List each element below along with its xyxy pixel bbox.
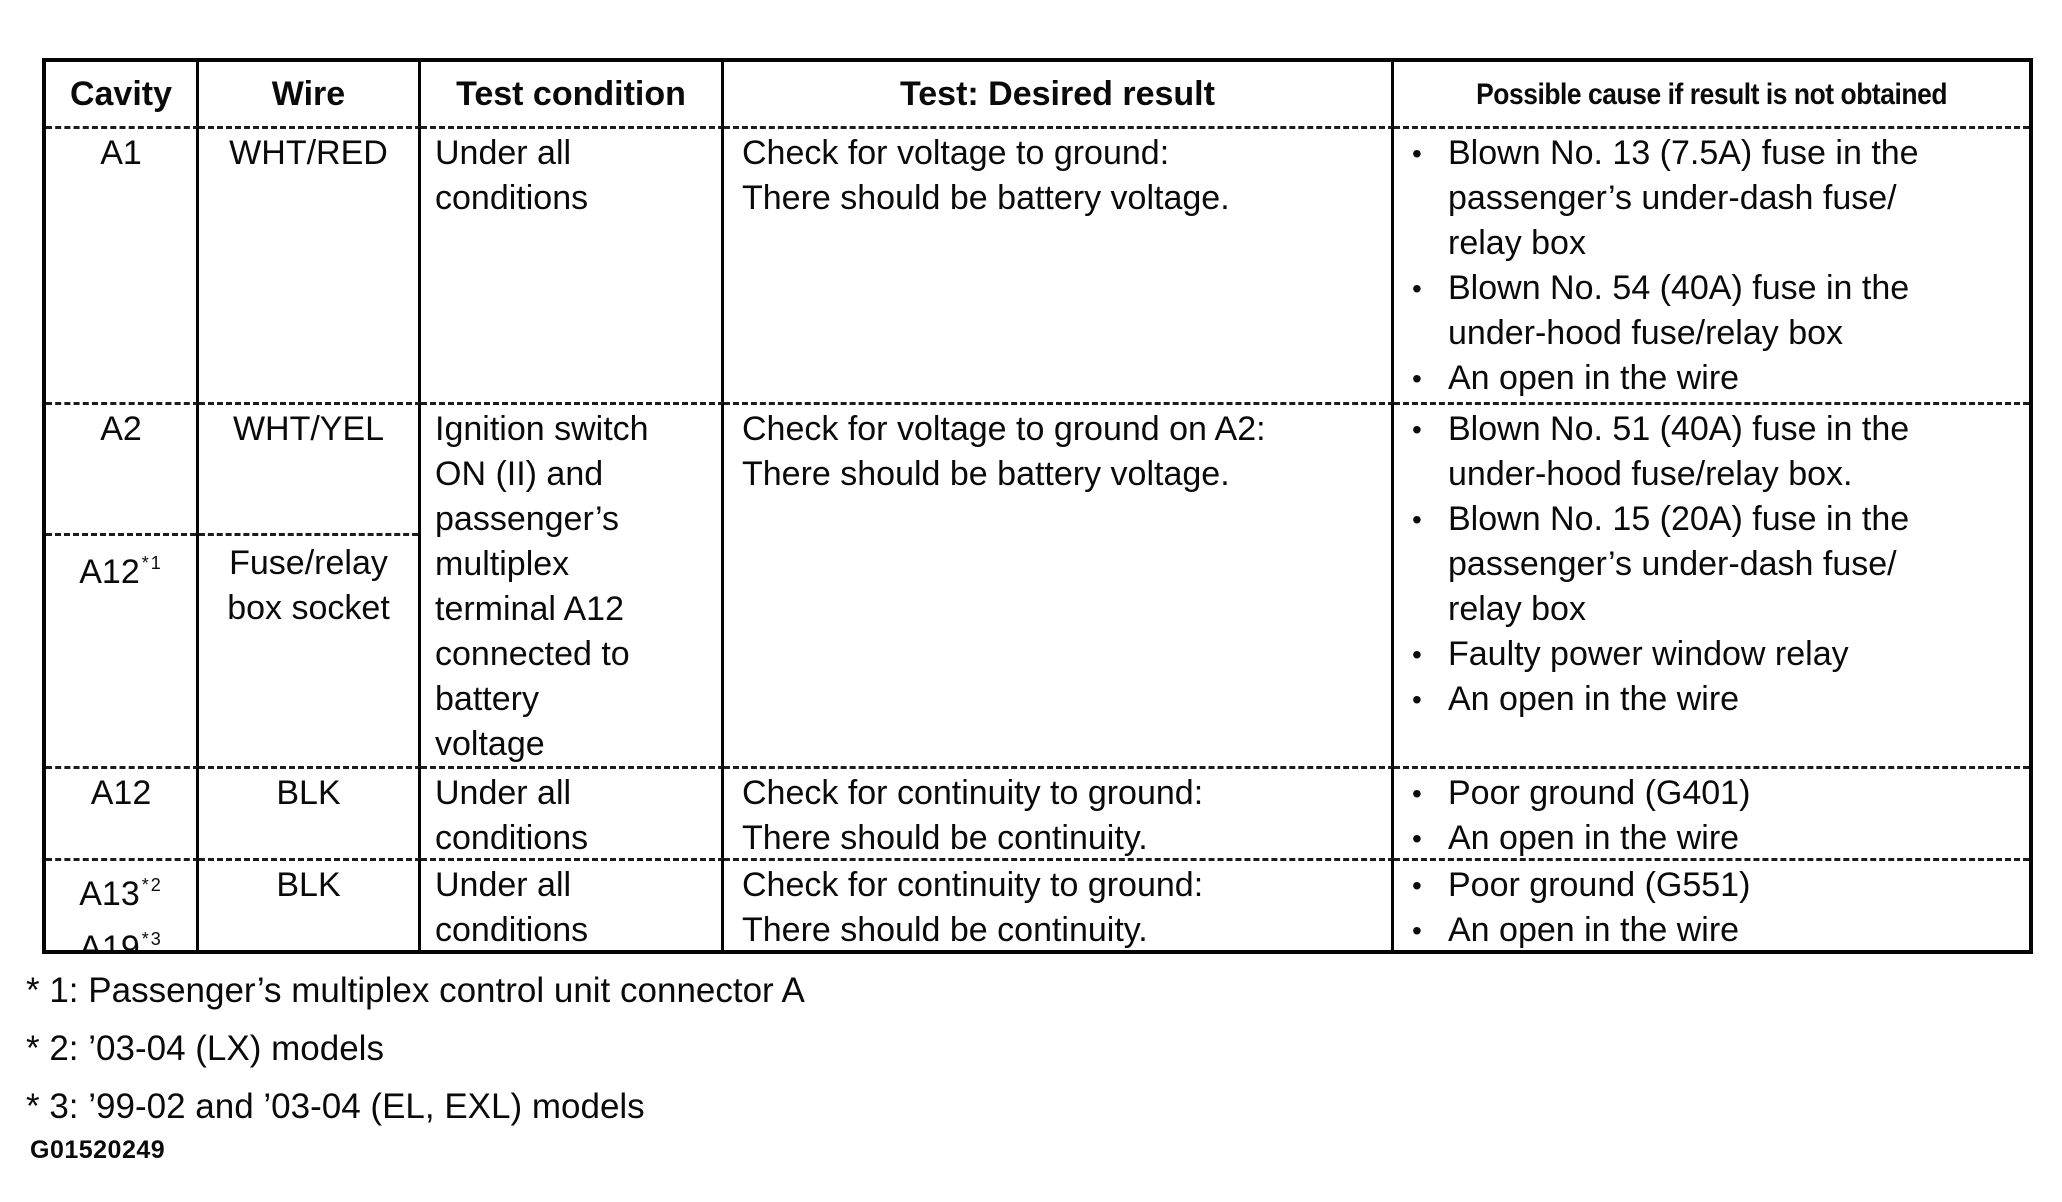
bullet-icon: • [1412, 915, 1422, 946]
bullet-icon: • [1412, 870, 1422, 901]
desired-result-cell: Check for voltage to ground: There shoul… [724, 126, 1394, 402]
wire-cell: BLK [199, 766, 421, 858]
possible-cause-cell: •Poor ground (G401) •An open in the wire [1394, 766, 2029, 858]
bullet-icon: • [1412, 823, 1422, 854]
possible-cause-cell: •Blown No. 51 (40A) fuse in the under-ho… [1394, 402, 2029, 766]
wire-a12: Fuse/relay box socket [227, 544, 390, 627]
footnote-marker: *3 [141, 929, 163, 949]
bullet-icon: • [1412, 138, 1422, 169]
possible-cause-cell: •Poor ground (G551) •An open in the wire [1394, 858, 2029, 950]
footnote-2: * 2: ’03-04 (LX) models [26, 1029, 384, 1068]
header-desired-result: Test: Desired result [724, 62, 1394, 126]
footnote-3: * 3: ’99-02 and ’03-04 (EL, EXL) models [26, 1087, 645, 1126]
desired-result-cell: Check for voltage to ground on A2: There… [724, 402, 1394, 766]
cavity-a13: A13*2 [79, 875, 163, 913]
cavity-cell: A2 A12*1 [46, 402, 199, 766]
wire-cell: BLK [199, 858, 421, 950]
figure-id: G01520249 [30, 1136, 166, 1164]
cause-item: •Poor ground (G401) [1408, 771, 2025, 816]
wire-a2: WHT/YEL [199, 405, 418, 536]
footnote-marker: *1 [141, 553, 163, 573]
wire-cell: WHT/YEL Fuse/relay box socket [199, 402, 421, 766]
cause-item: •Blown No. 54 (40A) fuse in the under-ho… [1408, 266, 2025, 356]
cause-item: •An open in the wire [1408, 677, 2025, 722]
cause-item: •An open in the wire [1408, 356, 2025, 401]
footnote-marker: *2 [141, 875, 163, 895]
connector-test-table: Cavity Wire Test condition Test: Desired… [42, 58, 2033, 954]
bullet-icon: • [1412, 778, 1422, 809]
cavity-a12: A12*1 [79, 553, 163, 591]
test-condition-cell: Under all conditions [421, 126, 724, 402]
test-condition-cell: Under all conditions [421, 766, 724, 858]
desired-result-cell: Check for continuity to ground: There sh… [724, 766, 1394, 858]
cause-item: •Blown No. 15 (20A) fuse in the passenge… [1408, 497, 2025, 632]
header-wire: Wire [199, 62, 421, 126]
possible-cause-cell: •Blown No. 13 (7.5A) fuse in the passeng… [1394, 126, 2029, 402]
cavity-a19: A19*3 [79, 929, 163, 950]
test-condition-cell: Ignition switch ON (II) and passenger’s … [421, 402, 724, 766]
header-possible-cause: Possible cause if result is not obtained [1476, 77, 1947, 111]
cause-item: •Blown No. 51 (40A) fuse in the under-ho… [1408, 407, 2025, 497]
bullet-icon: • [1412, 504, 1422, 535]
cause-item: •An open in the wire [1408, 908, 2025, 950]
bullet-icon: • [1412, 414, 1422, 445]
bullet-icon: • [1412, 363, 1422, 394]
cause-item: •Faulty power window relay [1408, 632, 2025, 677]
test-condition-cell: Under all conditions [421, 858, 724, 950]
header-test-condition: Test condition [421, 62, 724, 126]
cavity-a2: A2 [46, 405, 196, 536]
footnote-1: * 1: Passenger’s multiplex control unit … [26, 971, 805, 1010]
desired-result-cell: Check for continuity to ground: There sh… [724, 858, 1394, 950]
bullet-icon: • [1412, 273, 1422, 304]
bullet-icon: • [1412, 684, 1422, 715]
cavity-cell: A1 [46, 126, 199, 402]
header-cavity: Cavity [46, 62, 199, 126]
cavity-cell: A12 [46, 766, 199, 858]
wire-cell: WHT/RED [199, 126, 421, 402]
bullet-icon: • [1412, 639, 1422, 670]
cause-item: •Poor ground (G551) [1408, 863, 2025, 908]
cavity-cell: A13*2 A19*3 [46, 858, 199, 950]
footnotes: * 1: Passenger’s multiplex control unit … [26, 962, 805, 1136]
cause-item: •Blown No. 13 (7.5A) fuse in the passeng… [1408, 131, 2025, 266]
cause-item: •An open in the wire [1408, 816, 2025, 858]
